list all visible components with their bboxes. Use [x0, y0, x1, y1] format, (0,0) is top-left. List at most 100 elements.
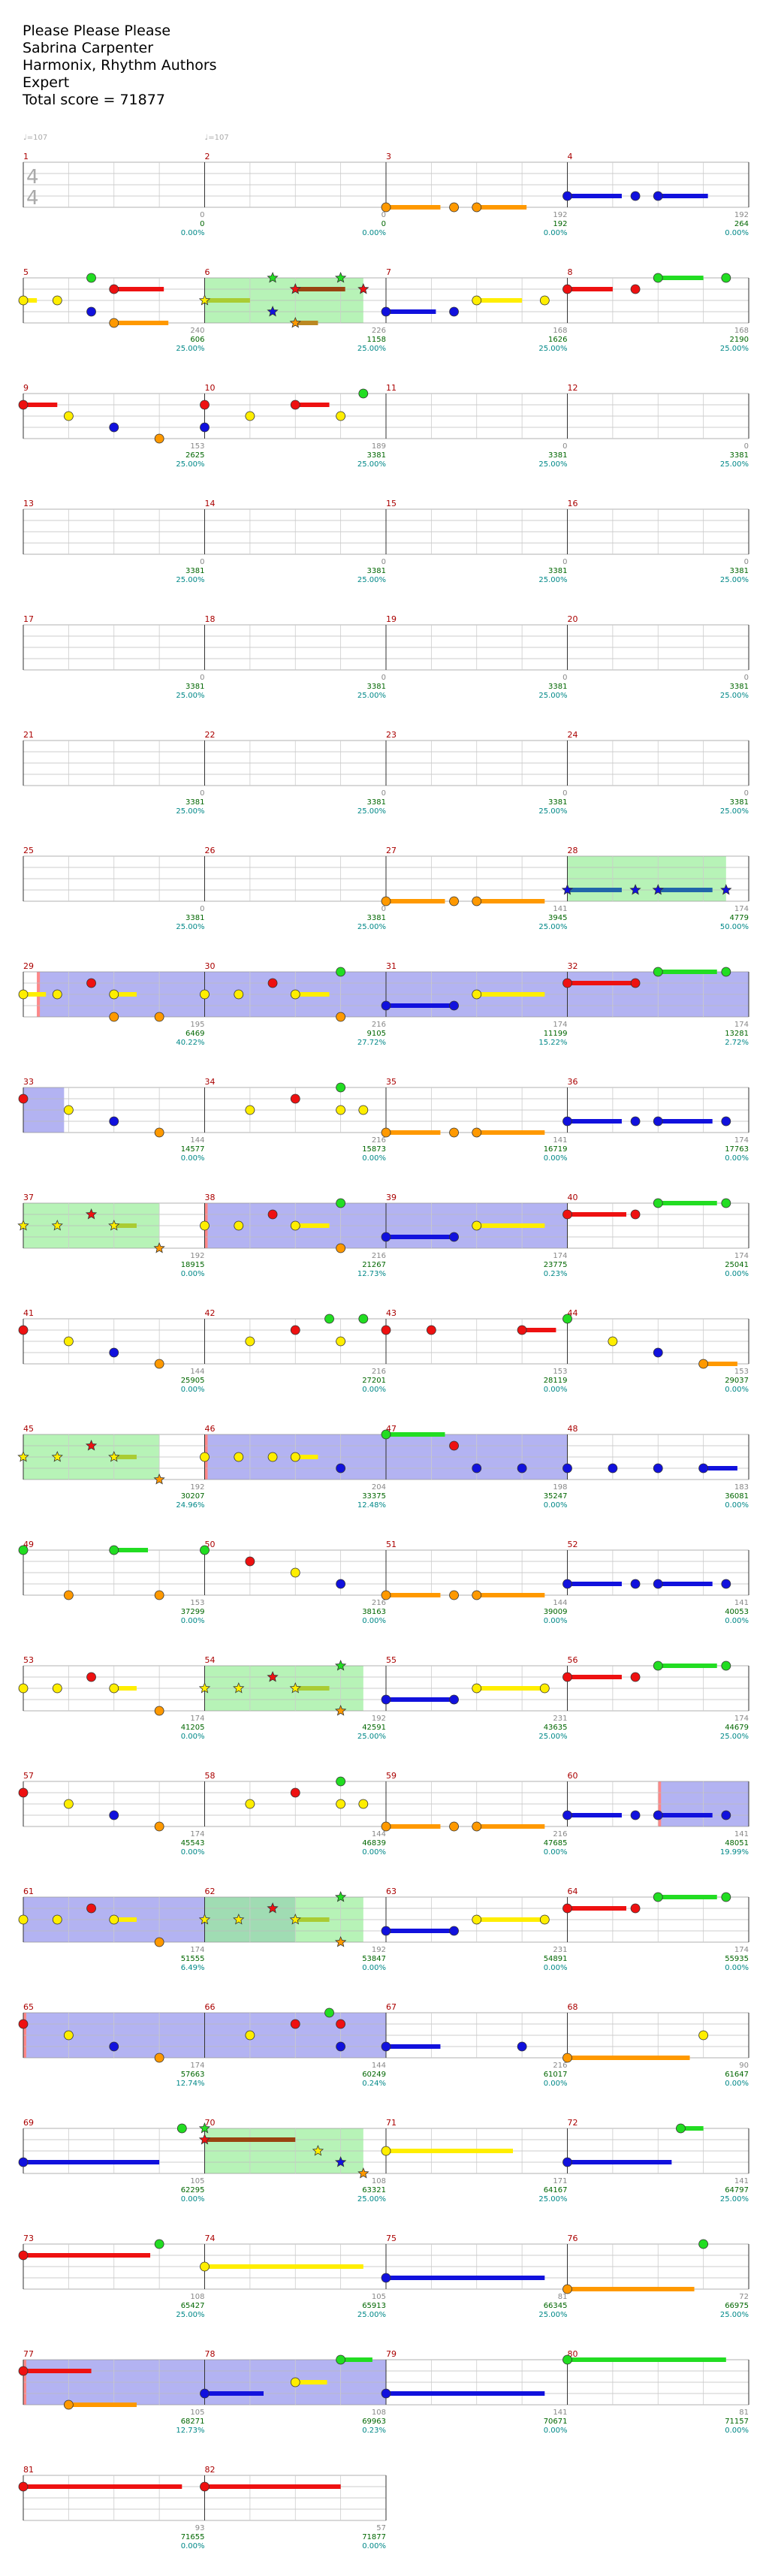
- note-gem: [290, 989, 300, 1000]
- cumulative-score: 61647: [725, 2071, 749, 2079]
- star-power-note: [720, 883, 732, 895]
- measure-number: 11: [386, 383, 397, 393]
- note-gem: [290, 2377, 300, 2387]
- percent-complete: 0.00%: [362, 1154, 386, 1163]
- percent-complete: 25.00%: [176, 692, 204, 700]
- cumulative-score: 3381: [367, 567, 386, 575]
- percent-complete: 25.00%: [538, 692, 567, 700]
- measure-score: 108: [372, 2409, 386, 2417]
- note-gem: [336, 1198, 346, 1208]
- note-gem: [449, 1821, 459, 1832]
- percent-complete: 0.00%: [725, 1501, 749, 1510]
- cumulative-score: 3381: [548, 683, 567, 691]
- measure-score: 0: [744, 789, 749, 798]
- percent-complete: 25.00%: [357, 2195, 386, 2203]
- measure-number: 13: [23, 499, 34, 508]
- sustain-tail: [23, 2369, 92, 2373]
- sustain-tail: [567, 1906, 626, 1911]
- cumulative-score: 64167: [544, 2186, 568, 2194]
- note-gem: [200, 400, 210, 410]
- sustain-tail: [295, 403, 330, 407]
- sustain-tail: [567, 2357, 726, 2362]
- sustain-tail: [340, 2357, 372, 2362]
- star-power-note: [629, 883, 641, 895]
- note-gem: [358, 1314, 369, 1324]
- percent-complete: 25.00%: [538, 576, 567, 584]
- cumulative-score: 66975: [725, 2302, 749, 2310]
- measure-number: 32: [568, 961, 578, 971]
- note-gem: [336, 1012, 346, 1022]
- note-gem: [562, 1579, 572, 1589]
- note-gem: [653, 1579, 663, 1589]
- measure-score: 144: [372, 2062, 386, 2070]
- star-power-note: [561, 883, 574, 895]
- cumulative-score: 16719: [544, 1145, 568, 1154]
- sustain-tail: [295, 287, 345, 291]
- note-gem: [721, 273, 731, 283]
- note-gem: [472, 1127, 482, 1138]
- cumulative-score: 18915: [181, 1261, 205, 1269]
- note-gem: [653, 273, 663, 283]
- note-gem: [676, 2123, 686, 2134]
- note-gem: [336, 1082, 346, 1093]
- note-gem: [336, 1579, 346, 1589]
- note-gem: [154, 2053, 164, 2063]
- note-gem: [381, 2388, 391, 2399]
- cumulative-score: 43635: [544, 1724, 568, 1732]
- note-gem: [539, 1914, 550, 1925]
- measure-score: 216: [372, 1599, 386, 1607]
- sustain-tail: [703, 1362, 737, 1366]
- measure-number: 73: [23, 2234, 34, 2243]
- cumulative-score: 3381: [367, 451, 386, 460]
- sustain-tail: [295, 1223, 330, 1228]
- note-gem: [18, 1545, 29, 1555]
- sustain-tail: [567, 1813, 622, 1817]
- cumulative-score: 45543: [181, 1839, 205, 1848]
- measure-number: 25: [23, 846, 34, 855]
- note-gem: [381, 1821, 391, 1832]
- note-gem: [109, 1810, 119, 1820]
- measure-score: 168: [553, 327, 567, 335]
- note-gem: [290, 2019, 300, 2029]
- measure-score: 189: [372, 442, 386, 451]
- star-power-note: [233, 1682, 245, 1694]
- measure-number: 62: [205, 1887, 216, 1896]
- note-gem: [154, 433, 164, 444]
- measure-number: 38: [205, 1193, 216, 1202]
- measure-score: 144: [190, 1368, 204, 1376]
- cumulative-score: 37299: [181, 1608, 205, 1616]
- star-power-note: [289, 282, 301, 294]
- sustain-tail: [386, 899, 445, 903]
- measure-number: 75: [386, 2234, 397, 2243]
- note-gem: [63, 1336, 74, 1347]
- note-gem: [18, 1325, 29, 1335]
- note-gem: [562, 191, 572, 201]
- star-power-note: [289, 1682, 301, 1694]
- note-gem: [154, 1359, 164, 1369]
- star-power-note: [267, 305, 279, 317]
- cumulative-score: 44679: [725, 1724, 749, 1732]
- cumulative-score: 35247: [544, 1492, 568, 1501]
- note-gem: [698, 1359, 709, 1369]
- sustain-tail: [386, 1593, 441, 1597]
- note-gem: [336, 1243, 346, 1253]
- star-power-note: [652, 883, 664, 895]
- measure-number: 66: [205, 2002, 216, 2012]
- note-gem: [472, 1914, 482, 1925]
- note-gem: [245, 411, 255, 421]
- star-power-note: [357, 282, 369, 294]
- measure-score: 144: [372, 1830, 386, 1838]
- sustain-tail: [658, 194, 708, 198]
- measure-number: 33: [23, 1077, 34, 1087]
- measure-score: 204: [372, 1483, 386, 1492]
- note-gem: [539, 295, 550, 306]
- note-gem: [290, 1452, 300, 1462]
- sustain-tail: [23, 2484, 182, 2489]
- note-gem: [449, 1127, 459, 1138]
- star-power-note: [312, 2144, 324, 2156]
- note-gem: [381, 2041, 391, 2052]
- note-gem: [109, 1116, 119, 1127]
- star-power-note: [335, 271, 347, 283]
- measure-number: 15: [386, 499, 397, 508]
- measure-number: 68: [568, 2002, 578, 2012]
